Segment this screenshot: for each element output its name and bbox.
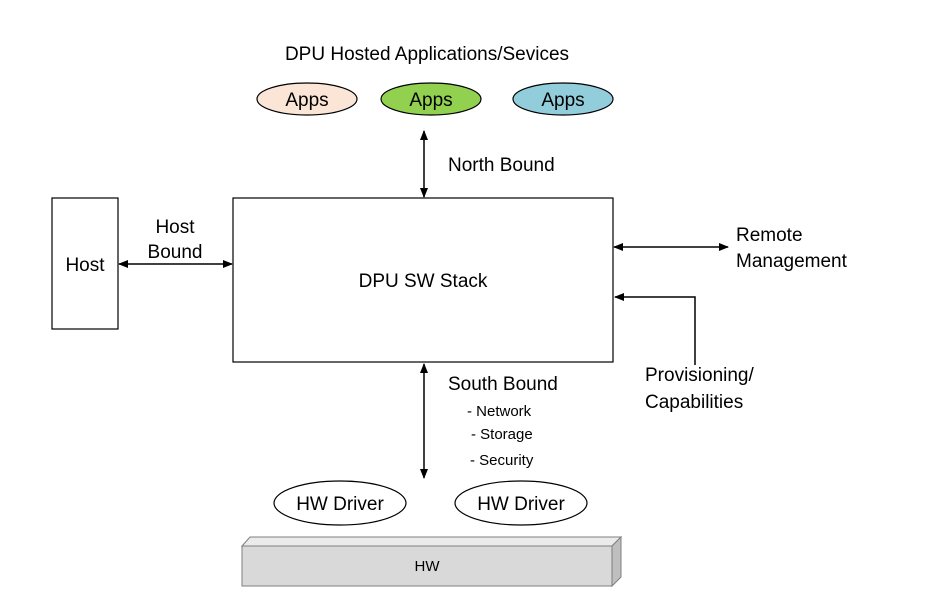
hw-driver-ellipse-1: HW Driver [273,480,407,526]
dpu-sw-stack-label: DPU SW Stack [359,271,488,292]
diagram-title: DPU Hosted Applications/Sevices [285,44,569,65]
hw-driver-shape [454,480,588,526]
hw-driver-shape [273,480,407,526]
provisioning-label-line1: Provisioning/ [645,365,754,386]
hw-box-front [241,545,613,587]
provisioning-arrow [614,293,696,365]
app-ellipse-2: Apps [380,82,482,116]
app-ellipse-3: Apps [512,82,614,116]
hw-driver-label: HW Driver [477,494,565,515]
south-bound-item-network: - Network [467,403,532,420]
app-label: Apps [409,90,452,111]
app-label: Apps [541,90,584,111]
app-ellipse-shape [380,82,482,116]
north-bound-label: North Bound [448,155,555,176]
dpu-sw-stack-box [232,197,614,363]
app-ellipse-shape [256,82,358,116]
hw-box-top [240,536,623,547]
south-bound-item-storage: - Storage [471,426,533,443]
remote-management-label-line2: Management [736,251,848,272]
app-ellipse-shape [512,82,614,116]
host-bound-label-line2: Bound [148,242,203,263]
hw-driver-ellipse-2: HW Driver [454,480,588,526]
hw-driver-label: HW Driver [296,494,384,515]
south-bound-item-security: - Security [470,452,534,469]
hw-box-side [611,535,622,588]
remote-management-label-line1: Remote [736,225,803,246]
host-bound-label-line1: Host [155,217,195,238]
host-label: Host [65,255,105,276]
hw-label: HW [415,558,441,575]
app-ellipse-1: Apps [256,82,358,116]
hw-box: HW [240,535,623,588]
provisioning-label-line2: Capabilities [645,392,743,413]
app-label: Apps [285,90,328,111]
south-bound-label: South Bound [448,374,558,395]
